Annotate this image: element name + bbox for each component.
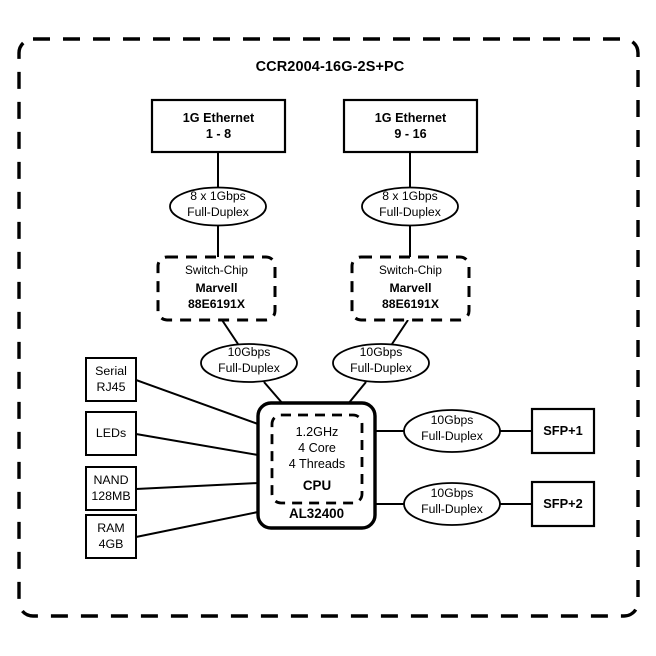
connector-leds-to-soc bbox=[135, 433, 259, 456]
connector-ram-to-soc bbox=[135, 511, 259, 538]
switch-chip-block-2[interactable] bbox=[350, 255, 471, 322]
connector-switch1-to-uplink1 bbox=[221, 319, 239, 345]
chassis-outline bbox=[17, 37, 640, 618]
peripheral-block-nand[interactable] bbox=[85, 466, 137, 511]
connector-serial-to-soc bbox=[135, 379, 259, 425]
peripheral-block-serial[interactable] bbox=[85, 357, 137, 402]
sfp-link-ellipse-2[interactable] bbox=[403, 482, 501, 526]
connector-uplink2-to-soc bbox=[347, 381, 367, 405]
peripheral-block-ram[interactable] bbox=[85, 514, 137, 559]
sfp-link-ellipse-1[interactable] bbox=[403, 409, 501, 453]
switch-uplink-ellipse-2[interactable] bbox=[332, 343, 430, 383]
connector-switch2-to-uplink2 bbox=[391, 319, 409, 345]
ethernet-link-ellipse-1[interactable] bbox=[169, 186, 267, 227]
ethernet-block-1[interactable] bbox=[150, 98, 287, 154]
sfp-port-block-1[interactable] bbox=[530, 407, 596, 455]
ethernet-block-2[interactable] bbox=[342, 98, 479, 154]
cpu-block[interactable] bbox=[270, 413, 364, 505]
switch-chip-block-1[interactable] bbox=[156, 255, 277, 322]
connector-uplink1-to-soc bbox=[263, 381, 284, 405]
sfp-port-block-2[interactable] bbox=[530, 480, 596, 528]
switch-uplink-ellipse-1[interactable] bbox=[200, 343, 298, 383]
connector-nand-to-soc bbox=[135, 482, 259, 490]
peripheral-block-leds[interactable] bbox=[85, 411, 137, 456]
ethernet-link-ellipse-2[interactable] bbox=[361, 186, 459, 227]
